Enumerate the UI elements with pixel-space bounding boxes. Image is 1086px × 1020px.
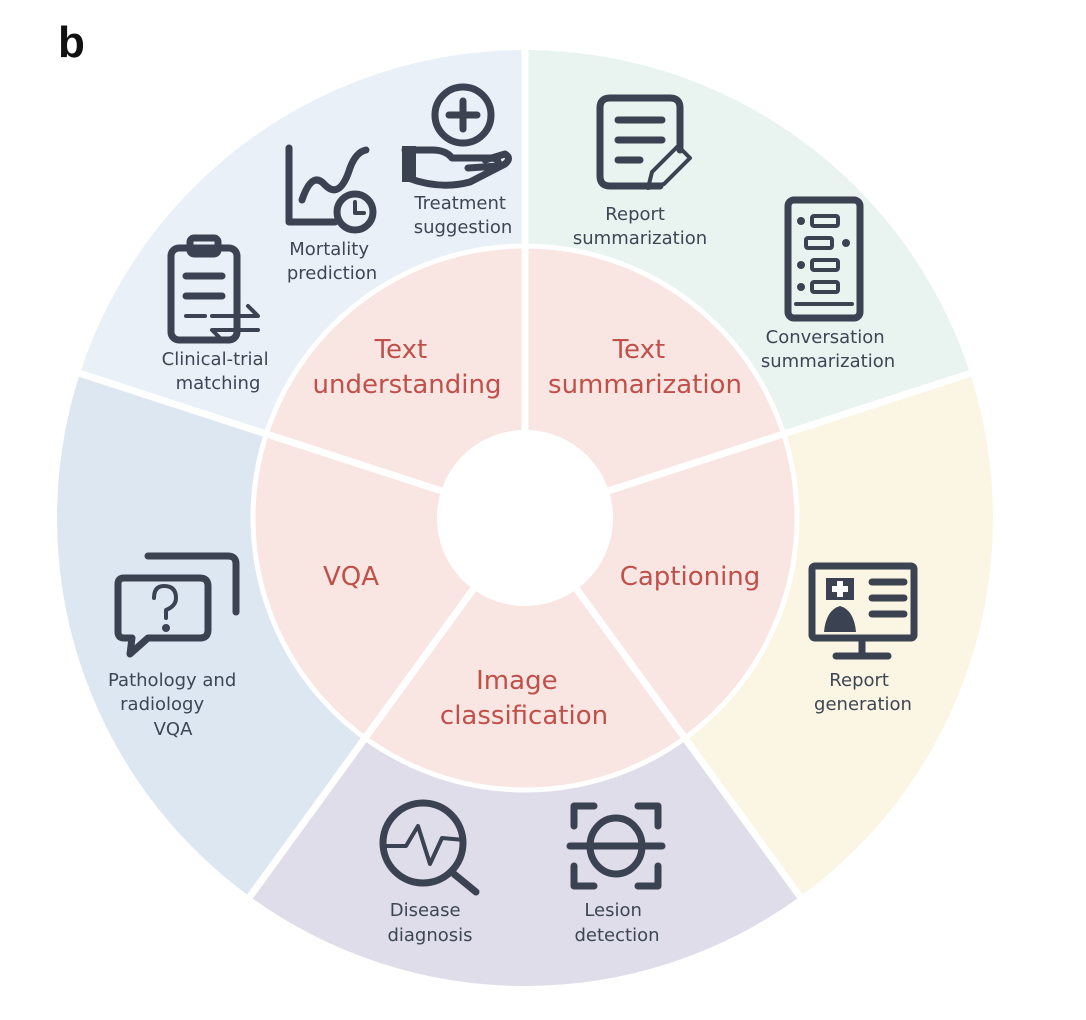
vqa-sector	[56, 373, 366, 897]
sector-divider	[245, 587, 477, 901]
outer-label-conversation-summarization: Conversation summarization	[761, 327, 895, 372]
outer-label-line: diagnosis	[387, 925, 472, 946]
inner-ring-border	[250, 243, 800, 793]
sector-divider	[573, 587, 805, 901]
outer-label-line: matching	[176, 373, 261, 394]
outer-label-line: summarization	[761, 351, 895, 372]
outer-label-line: generation	[814, 694, 912, 715]
inner-label-captioning: Captioning	[620, 562, 761, 592]
outer-label-mortality-prediction: Mortality prediction	[287, 239, 377, 284]
treatment-suggestion-icon	[401, 83, 512, 189]
inner-label-text-understanding: Text understanding	[312, 335, 501, 400]
pathology-radiology-vqa-icon	[114, 552, 240, 658]
report-generation-icon	[808, 562, 918, 660]
outer-label-line: radiology	[120, 694, 204, 715]
inner-label-text-summarization: Text summarization	[548, 335, 742, 400]
outer-label-treatment-suggestion: Treatment suggestion	[413, 193, 512, 238]
conversation-summarization-icon	[784, 196, 864, 322]
inner-label-line: summarization	[548, 370, 742, 400]
outer-label-line: Clinical-trial	[162, 349, 269, 370]
outer-label-disease-diagnosis: Disease diagnosis	[387, 900, 472, 946]
outer-label-line: prediction	[287, 263, 377, 284]
outer-label-line: suggestion	[414, 217, 513, 238]
outer-label-line: Report	[829, 670, 889, 691]
outer-label-line: Report	[605, 204, 665, 225]
sector-divider	[607, 369, 974, 495]
image-classification-sector	[249, 738, 801, 987]
outer-label-line: Lesion	[584, 900, 642, 921]
sector-divider	[76, 369, 443, 495]
outer-label-line: Mortality	[289, 239, 369, 260]
text-summarization-sector	[525, 50, 971, 434]
outer-label-lesion-detection: Lesion detection	[574, 900, 659, 946]
disease-diagnosis-icon	[379, 799, 480, 896]
sector-dividers	[76, 48, 974, 901]
mortality-prediction-icon	[285, 144, 377, 234]
inner-ring	[253, 245, 797, 790]
outer-label-line: summarization	[573, 228, 707, 249]
inner-ring-fill	[253, 245, 797, 790]
outer-label-line: Pathology and	[108, 670, 236, 691]
inner-label-line: Text	[374, 335, 428, 365]
outer-label-line: Disease	[390, 900, 461, 921]
report-summarization-icon	[596, 94, 692, 190]
inner-label-line: Image	[476, 666, 557, 696]
inner-label-line: Text	[612, 335, 666, 365]
outer-label-pathology-radiology-vqa: Pathology and radiology VQA	[108, 670, 242, 740]
inner-label-line: understanding	[312, 370, 501, 400]
inner-label-image-classification: Image classification	[440, 666, 608, 731]
inner-label-line: classification	[440, 701, 608, 731]
outer-label-line: Treatment	[413, 193, 506, 214]
inner-label-vqa: VQA	[323, 562, 379, 592]
outer-label-report-generation: Report generation	[814, 670, 912, 715]
outer-label-clinical-trial-matching: Clinical-trial matching	[162, 349, 275, 394]
outer-label-report-summarization: Report summarization	[573, 204, 707, 249]
outer-label-line: detection	[574, 925, 659, 946]
outer-label-line: VQA	[154, 719, 193, 740]
center-hole	[437, 430, 613, 606]
panel-label: b	[58, 18, 85, 67]
clinical-trial-matching-icon	[167, 234, 260, 344]
lesion-detection-icon	[566, 802, 666, 890]
outer-label-line: Conversation	[766, 327, 885, 348]
